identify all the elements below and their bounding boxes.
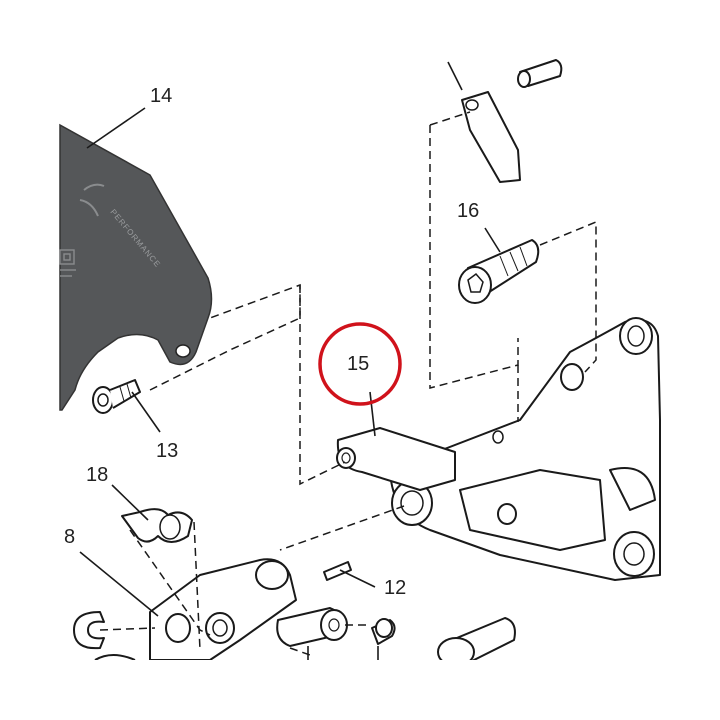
cover-logo-pattern <box>59 249 76 277</box>
callout-15: 15 <box>347 353 369 375</box>
bottom-crop <box>0 660 720 720</box>
callout-13: 13 <box>156 440 178 462</box>
assembly-lines <box>99 111 597 656</box>
callout-16: 16 <box>457 200 479 222</box>
highlight-ring <box>318 322 402 406</box>
bolt-16 <box>458 239 540 304</box>
rearset-frame <box>389 317 661 581</box>
heel-guard-cover: PERFORMANCE <box>59 123 213 411</box>
leader-lines <box>79 61 501 660</box>
bolt-13 <box>92 379 141 414</box>
lower-left-assembly <box>73 508 396 661</box>
callout-14: 14 <box>150 85 172 107</box>
callout-8: 8 <box>64 526 75 548</box>
lever-arm-15 <box>336 427 456 491</box>
bolt-lower-right <box>437 617 516 667</box>
callout-18: 18 <box>86 464 108 486</box>
callout-labels: 14 15 16 13 18 8 12 <box>64 85 479 599</box>
callout-12: 12 <box>384 577 406 599</box>
top-bracket <box>461 59 563 183</box>
